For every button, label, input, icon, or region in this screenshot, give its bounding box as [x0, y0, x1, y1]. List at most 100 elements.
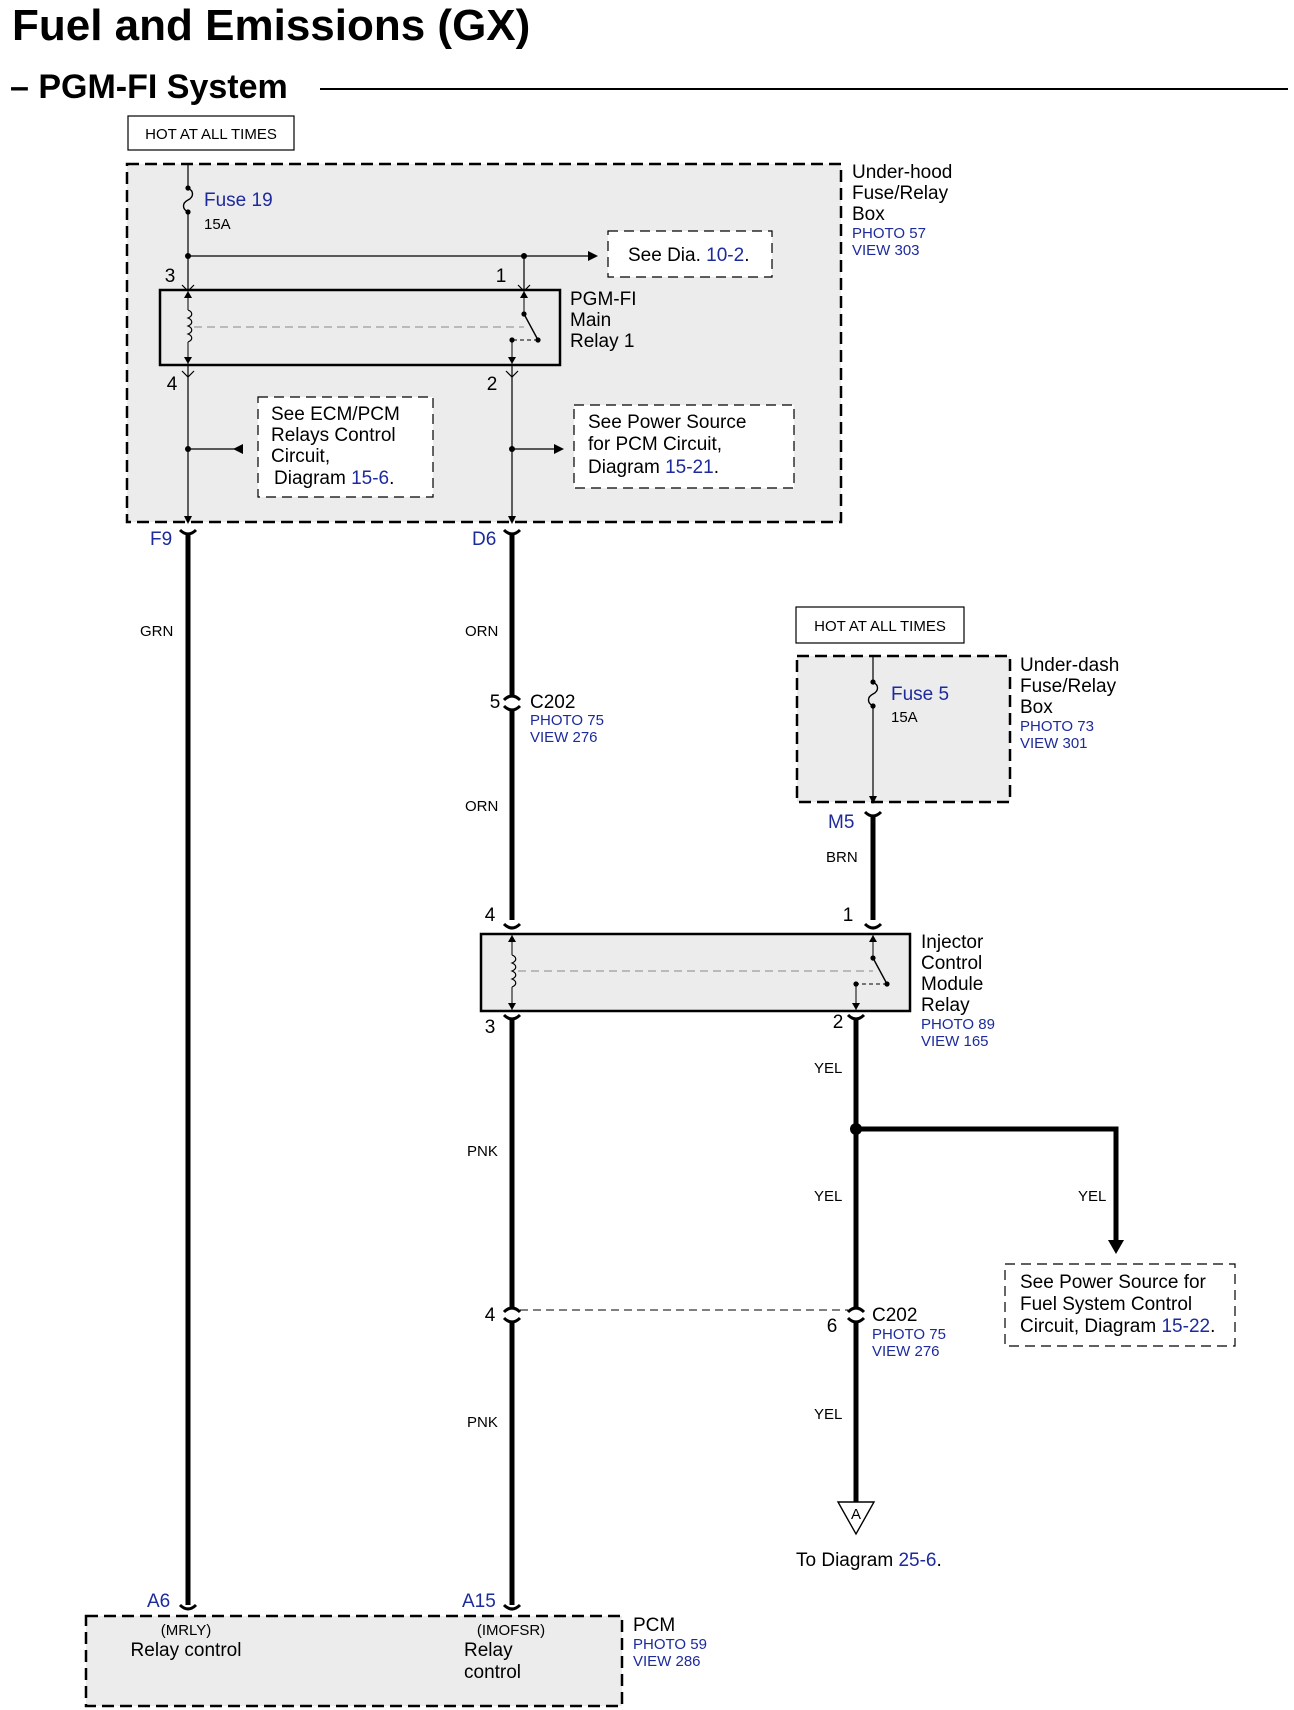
d6-inbox-arrow [508, 516, 516, 524]
ground-ref-symbol: A [851, 1506, 861, 1523]
page-title: Fuel and Emissions (GX) [12, 1, 530, 50]
terminal-f9: F9 [150, 529, 172, 550]
relay1-contact-arrow-bottom [508, 357, 516, 364]
wire-orn-label-2: ORN [465, 798, 498, 815]
wire-brn-label: BRN [826, 849, 858, 866]
fuel-ref-line-3: Circuit, Diagram 15-22. [1020, 1316, 1215, 1337]
c202-lower-right-symbol-top [846, 1306, 866, 1314]
fuel-system-power-ref-box [1004, 1263, 1236, 1347]
fuse5-symbol [867, 681, 879, 707]
c202-lower-left-symbol-bottom [502, 1316, 522, 1324]
relay1-pin-2: 2 [487, 374, 498, 395]
pcm-power-source-ref-box [573, 404, 795, 489]
ground-ref-label: To Diagram 25-6. [796, 1550, 942, 1571]
relay1-pin-4: 4 [167, 374, 178, 395]
relay1-name-3: Relay 1 [570, 331, 634, 352]
fuel-ref-suffix: . [1210, 1316, 1215, 1337]
ecm-ref-line-2: Relays Control [271, 425, 396, 446]
c202-upper-symbol-top [502, 694, 522, 702]
pcm-power-ref-diag-link[interactable]: 15-21 [665, 457, 714, 478]
fuse5-name[interactable]: Fuse 5 [891, 684, 949, 705]
fuse19-name[interactable]: Fuse 19 [204, 190, 273, 211]
ecm-ref-line-3: Circuit, [271, 446, 330, 467]
c202-lower-name: C202 [872, 1305, 917, 1326]
terminal-m5: M5 [828, 812, 854, 833]
fuel-ref-prefix: Circuit, Diagram [1020, 1316, 1156, 1337]
ground-ref-triangle [836, 1501, 876, 1536]
icm-coil-arrow-bottom [508, 1003, 516, 1010]
yel-branch-arrowhead [1108, 1240, 1124, 1254]
f9-inbox-arrow [184, 516, 192, 524]
pcm-name: PCM [633, 1615, 675, 1636]
underdash-box-name-2: Fuse/Relay [1020, 676, 1117, 697]
c202-lower-pin-left: 4 [485, 1305, 496, 1326]
c202-upper-name: C202 [530, 692, 575, 713]
ecm-ref-diag-link[interactable]: 15-6 [351, 468, 389, 489]
hot-at-all-times-box-top [127, 115, 295, 151]
pcm-photo[interactable]: PHOTO 59 [633, 1636, 707, 1653]
relay1-coil-icon [186, 309, 193, 343]
wire-yel-label-2: YEL [814, 1188, 842, 1205]
ground-ref-suffix: . [936, 1550, 941, 1571]
fuel-ref-link[interactable]: 15-22 [1161, 1316, 1210, 1337]
wire-yel-branch [856, 1126, 1119, 1240]
wire-pnk-label-2: PNK [467, 1414, 498, 1431]
underhood-box-view[interactable]: VIEW 303 [852, 242, 920, 259]
ecm-ref-diag-prefix: Diagram [274, 468, 346, 489]
relay1-contact-arrow-top [520, 291, 528, 298]
icm-relay-view[interactable]: VIEW 165 [921, 1033, 989, 1050]
see-dia-10-2-link[interactable]: 10-2 [706, 245, 744, 266]
terminal-a6: A6 [147, 1591, 170, 1612]
underdash-box-view[interactable]: VIEW 301 [1020, 735, 1088, 752]
c202-upper-photo[interactable]: PHOTO 75 [530, 712, 604, 729]
terminal-d6: D6 [472, 529, 496, 550]
m5-inbox-arrow [869, 796, 877, 804]
ecm-pcm-relays-ref-box [257, 396, 434, 498]
icm-relay-name-2: Control [921, 953, 982, 974]
injector-control-module-relay [479, 932, 912, 1013]
f9-terminal-symbol [178, 528, 198, 536]
pcm-power-ref-diag-suffix: . [714, 457, 719, 478]
pcm-view[interactable]: VIEW 286 [633, 1653, 701, 1670]
icm-contact-arrow-top [869, 935, 877, 942]
icm-relay-name-3: Module [921, 974, 983, 995]
underhood-box-photo[interactable]: PHOTO 57 [852, 225, 926, 242]
c202-upper-view[interactable]: VIEW 276 [530, 729, 598, 746]
m5-terminal-symbol [863, 810, 883, 818]
hot-at-all-times-label-right: HOT AT ALL TIMES [814, 618, 946, 635]
terminal-a15: A15 [462, 1591, 496, 1612]
see-dia-10-2-suffix: . [744, 245, 749, 266]
pcm-right-desc-1: Relay [464, 1640, 513, 1661]
pcm-box [84, 1614, 624, 1708]
relay1-switch-arm [523, 313, 539, 341]
pcm-power-ref-line-3: Diagram 15-21. [588, 457, 719, 478]
section-subtitle: – PGM-FI System [10, 68, 288, 106]
c202-lower-photo[interactable]: PHOTO 75 [872, 1326, 946, 1343]
wire-orn-label-1: ORN [465, 623, 498, 640]
relay1-name-2: Main [570, 310, 611, 331]
icm-relay-pin-4: 4 [485, 905, 496, 926]
fuse19-symbol [182, 187, 194, 213]
relay1-coil-arrow-top [184, 291, 192, 298]
a15-terminal-symbol [502, 1603, 522, 1611]
fuse5-dot-top [870, 679, 876, 685]
wire-yel-label-branch: YEL [1078, 1188, 1106, 1205]
c202-upper-symbol-bottom [502, 704, 522, 712]
ground-ref-prefix: To Diagram [796, 1550, 893, 1571]
c202-upper-pin: 5 [490, 692, 501, 713]
pcm-right-desc-2: control [464, 1662, 521, 1683]
ground-ref-link[interactable]: 25-6 [898, 1550, 936, 1571]
relay1-pin-3: 3 [165, 266, 176, 287]
wire-pnk-label-1: PNK [467, 1143, 498, 1160]
pcm-power-ref-line-1: See Power Source [588, 412, 746, 433]
c202-lower-view[interactable]: VIEW 276 [872, 1343, 940, 1360]
see-dia-10-2-box [607, 230, 773, 278]
underdash-box-photo[interactable]: PHOTO 73 [1020, 718, 1094, 735]
fuel-ref-line-2: Fuel System Control [1020, 1294, 1192, 1315]
icm-relay-photo[interactable]: PHOTO 89 [921, 1016, 995, 1033]
pcm-right-signal: (IMOFSR) [477, 1622, 545, 1639]
pcm-power-ref-diag-prefix: Diagram [588, 457, 660, 478]
a6-terminal-symbol [178, 1603, 198, 1611]
icm-relay-name-1: Injector [921, 932, 984, 953]
